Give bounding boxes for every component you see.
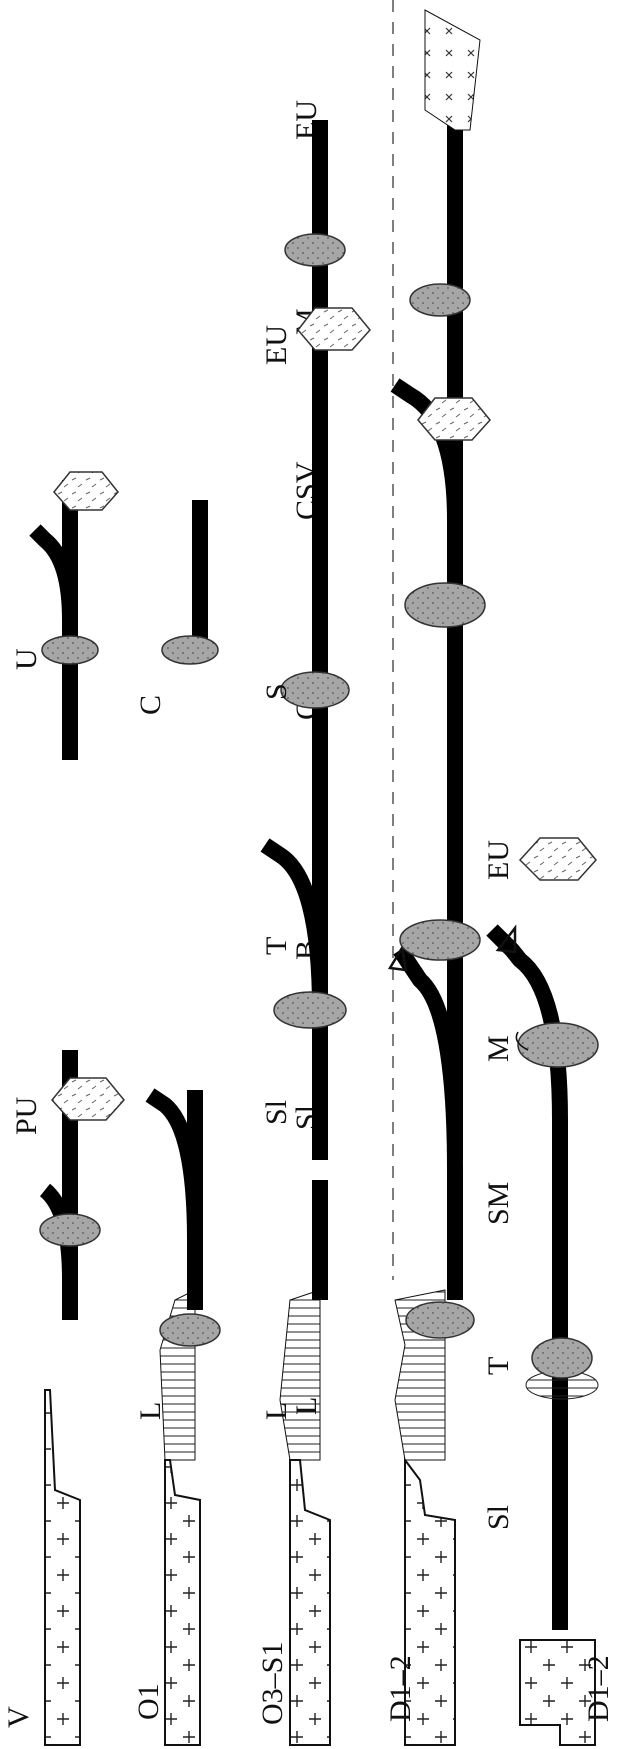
period-label: O1 bbox=[132, 1683, 165, 1720]
oceanic-slab bbox=[35, 480, 70, 1320]
label-l: L bbox=[134, 1402, 167, 1420]
continental-crust bbox=[45, 1390, 80, 1745]
period-label: D1–2 bbox=[384, 1655, 417, 1722]
microcontinent-eu bbox=[520, 838, 596, 880]
arc-m bbox=[518, 1023, 598, 1067]
arc-l bbox=[160, 1314, 220, 1346]
label-s: S bbox=[260, 683, 293, 700]
arc-u bbox=[42, 636, 98, 664]
arc-m bbox=[405, 583, 485, 627]
label-eu: EU bbox=[482, 840, 515, 880]
oceanic-slab bbox=[150, 500, 200, 1310]
label-l: L bbox=[260, 1402, 293, 1420]
label-c: C bbox=[134, 695, 167, 715]
sediment-wedge bbox=[280, 1290, 320, 1460]
panel-5: V PU U bbox=[2, 472, 124, 1745]
label-pu: PU bbox=[10, 1096, 43, 1135]
label-m: M bbox=[482, 1035, 515, 1062]
arc-east bbox=[410, 284, 470, 316]
arc-t bbox=[532, 1338, 592, 1378]
continental-crust bbox=[290, 1460, 330, 1745]
arc-c bbox=[162, 636, 218, 664]
panel-4: O1 L C bbox=[132, 500, 220, 1745]
period-label: D1–2 bbox=[582, 1655, 615, 1722]
label-sl: Sl bbox=[260, 1100, 293, 1125]
arc-c bbox=[406, 1302, 474, 1338]
arc-b bbox=[400, 920, 480, 960]
label-eu: EU bbox=[260, 325, 293, 365]
label-t: T bbox=[260, 937, 293, 955]
panel-3: O3–S1 L Sl T S EU bbox=[256, 120, 370, 1745]
oceanic-slab-2 bbox=[395, 120, 455, 1160]
panel-1: D1–2 Sl T SM M EU bbox=[482, 838, 615, 1745]
arc-t bbox=[274, 992, 346, 1028]
oceanic-slab bbox=[400, 950, 455, 1300]
period-label: V bbox=[2, 1706, 35, 1728]
label-sl: Sl bbox=[482, 1505, 515, 1530]
continental-crust bbox=[165, 1460, 200, 1745]
label-t: T bbox=[482, 1357, 515, 1375]
label-sm: SM bbox=[482, 1182, 515, 1225]
period-label: O3–S1 bbox=[256, 1642, 289, 1725]
label-u: U bbox=[10, 648, 43, 670]
accreted-wedge bbox=[425, 10, 480, 130]
arc-pu bbox=[40, 1214, 100, 1246]
arc-east bbox=[285, 234, 345, 266]
